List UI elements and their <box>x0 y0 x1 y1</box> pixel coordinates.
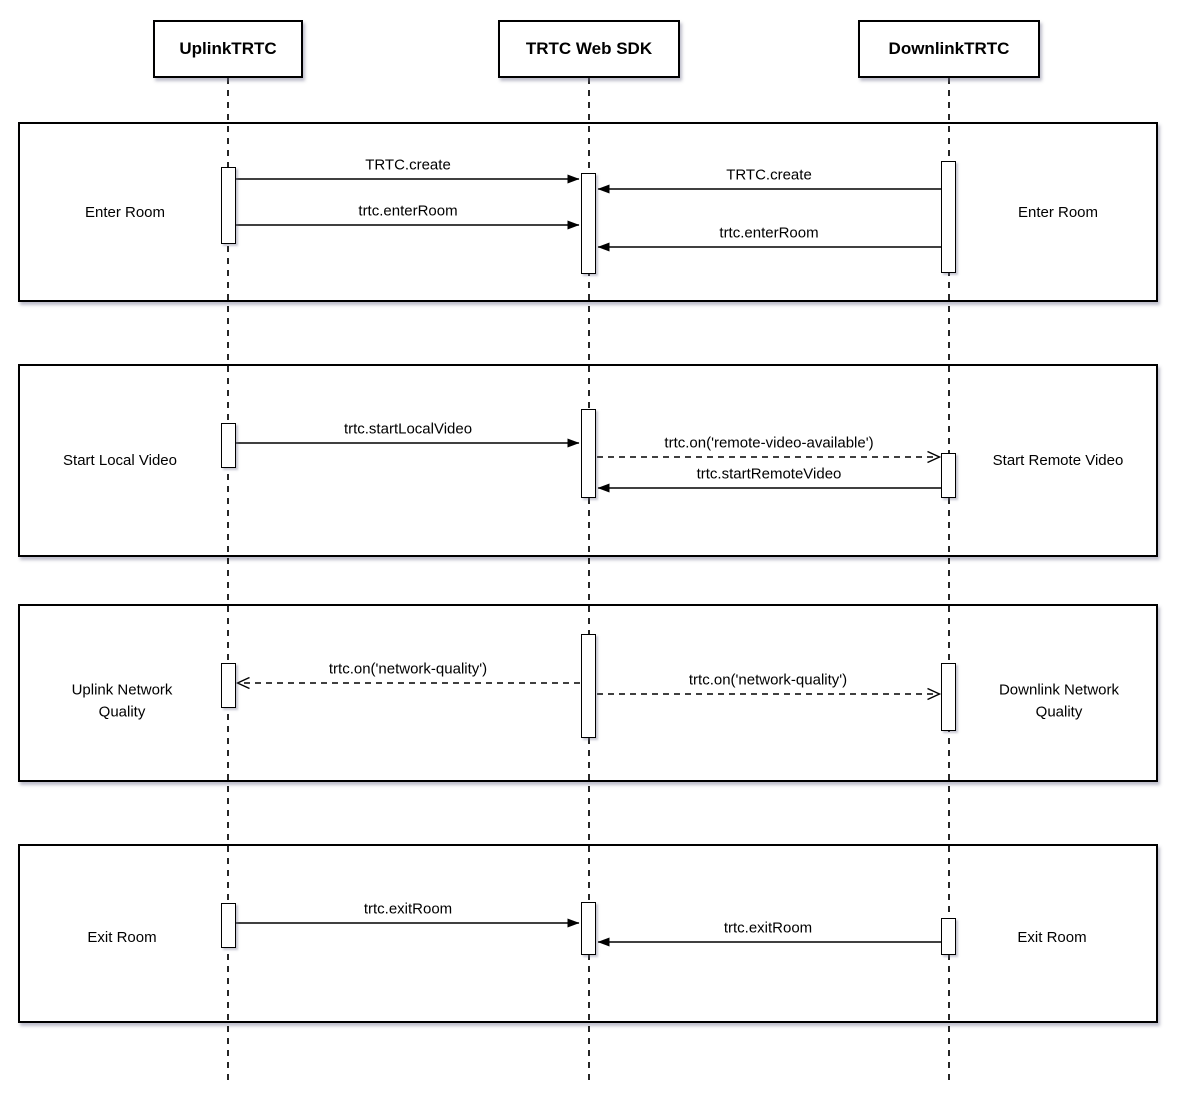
actor-label-downlinktrtc: DownlinkTRTC <box>888 39 1010 58</box>
section-label-left-exit-room: Exit Room <box>87 929 157 947</box>
activation-bar <box>941 663 956 731</box>
actor-box-uplinktrtc: UplinkTRTC <box>153 20 303 78</box>
activation-bar <box>221 903 236 948</box>
activation-bar <box>221 663 236 708</box>
activation-bar <box>941 918 956 955</box>
activation-bar <box>581 634 596 738</box>
activation-bar <box>581 173 596 274</box>
message-label: trtc.exitRoom <box>363 900 453 918</box>
activation-bar <box>221 167 236 244</box>
message-label: trtc.exitRoom <box>723 919 813 937</box>
message-label: trtc.on('network-quality') <box>328 660 488 678</box>
section-label-left-uplink-network-quality: Uplink Network Quality <box>71 681 173 720</box>
message-label: trtc.startRemoteVideo <box>696 465 842 483</box>
message-label: trtc.startLocalVideo <box>343 420 473 438</box>
message-label: trtc.enterRoom <box>719 224 819 242</box>
actor-label-uplinktrtc: UplinkTRTC <box>179 39 277 58</box>
section-label-left-enter-room: Enter Room <box>84 204 166 222</box>
message-label: trtc.on('network-quality') <box>688 671 848 689</box>
activation-bar <box>221 423 236 468</box>
activation-bar <box>581 409 596 498</box>
activation-bar <box>941 161 956 273</box>
message-label: trtc.on('remote-video-available') <box>664 434 874 452</box>
activation-bar <box>941 453 956 498</box>
section-label-left-start-local-video: Start Local Video <box>63 452 177 470</box>
section-label-right-start-remote-video: Start Remote Video <box>992 452 1124 470</box>
section-label-right-enter-room: Enter Room <box>1017 204 1099 222</box>
section-label-right-downlink-network-quality: Downlink Network Quality <box>998 681 1120 720</box>
actor-box-downlinktrtc: DownlinkTRTC <box>858 20 1040 78</box>
section-label-right-exit-room: Exit Room <box>1017 929 1087 947</box>
activation-bar <box>581 902 596 955</box>
actor-box-trtc-web-sdk: TRTC Web SDK <box>498 20 680 78</box>
message-label: TRTC.create <box>726 166 812 184</box>
message-label: trtc.enterRoom <box>358 202 458 220</box>
actor-label-trtc-web-sdk: TRTC Web SDK <box>525 39 653 58</box>
message-label: TRTC.create <box>365 156 451 174</box>
